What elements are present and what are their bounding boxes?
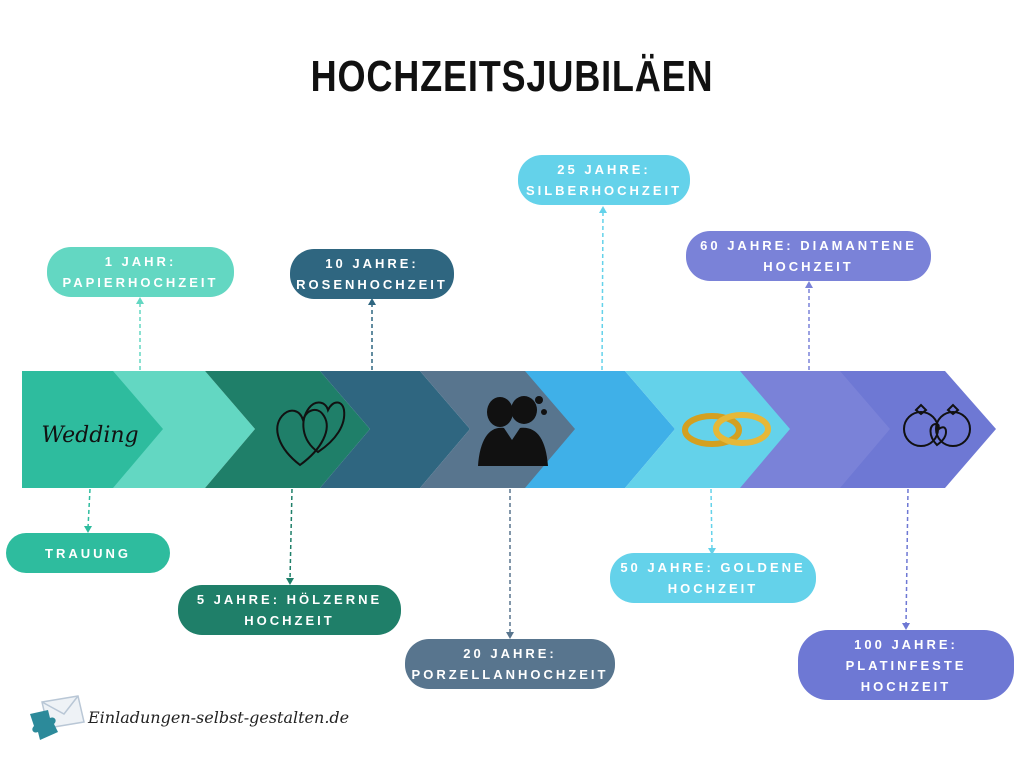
label-diamantene-hochzeit: 60 JAHRE: DIAMANTENE HOCHZEIT [686,231,931,281]
brand-text: Einladungen-selbst-gestalten.de [88,708,350,727]
two-hearts-icon [276,401,346,467]
infinity-rings-icon [903,403,971,447]
timeline-arrow [22,371,996,488]
segment-papier [113,371,255,488]
segment-holz [205,371,370,488]
segment-silber [525,371,675,488]
segment-rosen [320,371,470,488]
brand-logo: Einladungen-selbst-gestalten.de [28,692,349,748]
wedding-script-icon: Wedding [41,423,138,448]
wedding-rings-icon [682,412,771,447]
label-papierhochzeit: 1 JAHR: PAPIERHOCHZEIT [47,247,234,297]
connector-arrowheads [84,206,910,639]
envelope-puzzle-icon [30,695,85,740]
kissing-couple-icon [478,396,548,466]
connectors [87,210,909,634]
label-trauung: TRAUUNG [6,533,170,573]
label-silberhochzeit: 25 JAHRE: SILBERHOCHZEIT [518,155,690,205]
page-title: HOCHZEITSJUBILÄEN [310,52,714,101]
label-platinfeste-hochzeit: 100 JAHRE: PLATINFESTE HOCHZEIT [798,630,1014,700]
segment-diamant [740,371,895,488]
label-hoelzerne-hochzeit: 5 JAHRE: HÖLZERNE HOCHZEIT [178,585,401,635]
label-rosenhochzeit: 10 JAHRE: ROSENHOCHZEIT [290,249,454,299]
segment-gold [625,371,795,488]
segment-platin [840,371,996,488]
label-goldene-hochzeit: 50 JAHRE: GOLDENE HOCHZEIT [610,553,816,603]
label-porzellanhochzeit: 20 JAHRE: PORZELLANHOCHZEIT [405,639,615,689]
